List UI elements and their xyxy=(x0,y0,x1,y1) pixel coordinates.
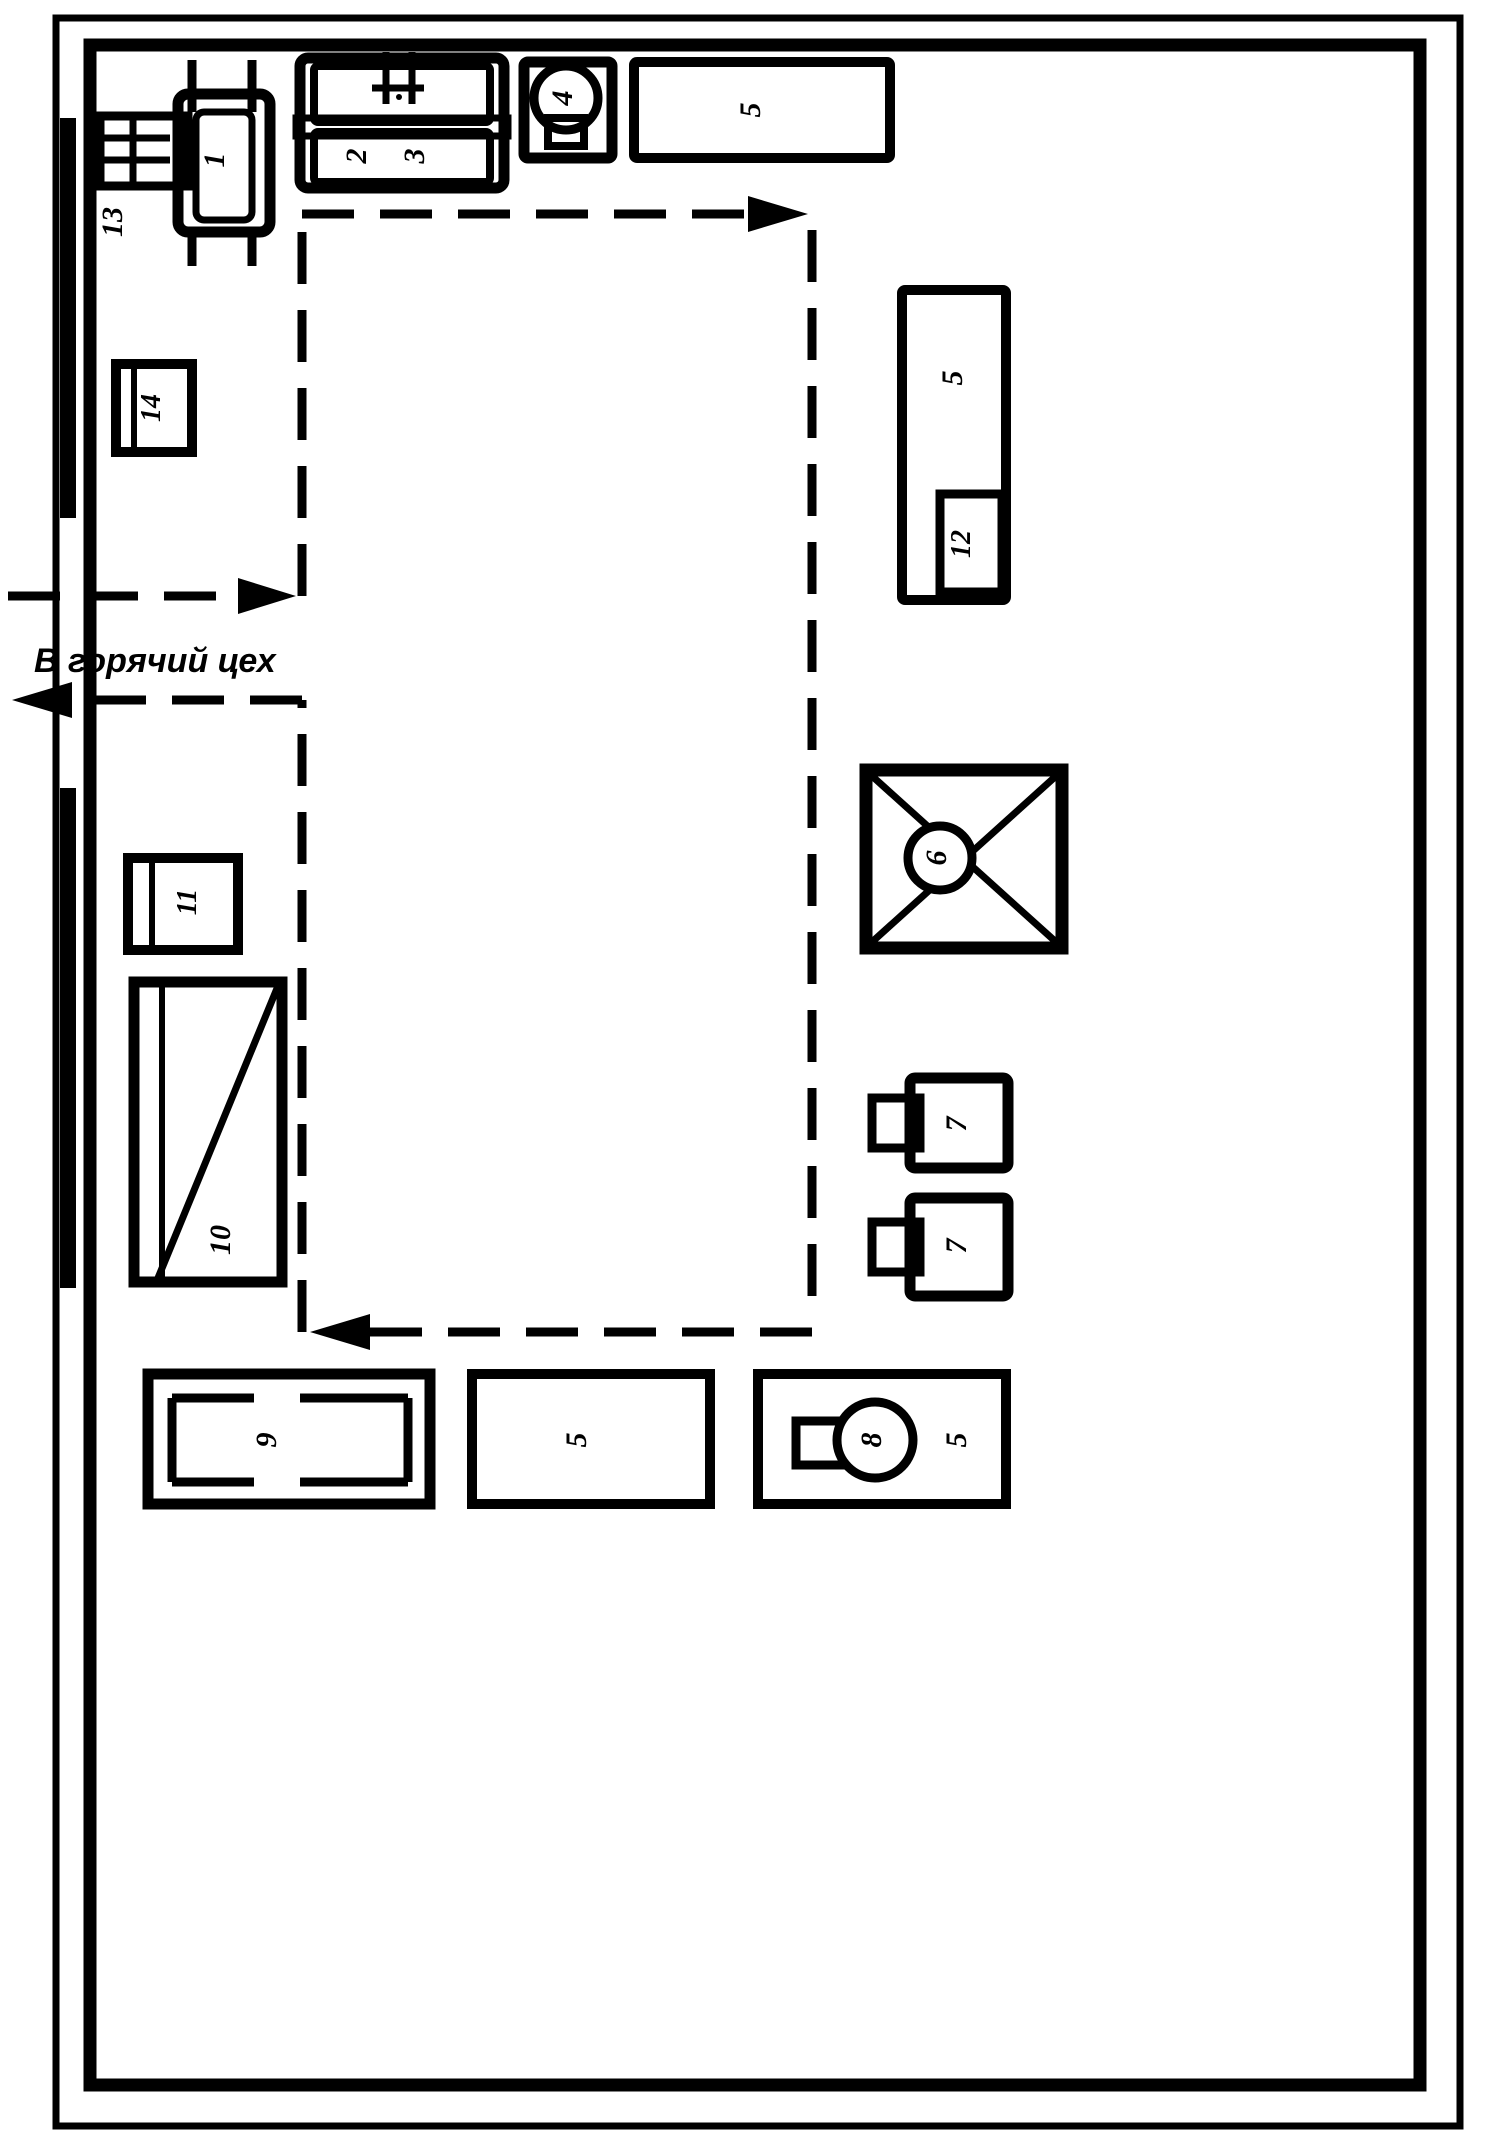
equipment-12-unit xyxy=(935,489,1007,597)
equipment-7-machine-lower xyxy=(867,1192,1014,1302)
equipment-label-5-bottom-middle: 5 xyxy=(560,1433,593,1448)
equipment-14-cabinet xyxy=(111,359,197,457)
arrowhead-inbound xyxy=(238,578,296,614)
equipment-label-7-upper: 7 xyxy=(940,1116,973,1132)
equipment-2-3-double-sink xyxy=(292,52,512,194)
equipment-5-table-bottom-middle xyxy=(467,1369,715,1509)
equipment-label-5-right: 5 xyxy=(936,371,969,386)
equipment-7-machine-upper xyxy=(867,1072,1014,1174)
equipment-5-table-right xyxy=(897,285,1011,605)
equipment-label-3: 3 xyxy=(398,149,431,165)
arrowhead-outbound xyxy=(12,682,72,718)
equipment-11-cabinet xyxy=(123,853,243,955)
outer-frame xyxy=(52,14,1464,2130)
flow-arrowheads xyxy=(12,196,808,1350)
equipment-label-6: 6 xyxy=(920,851,953,866)
equipment-1-table xyxy=(172,60,276,266)
equipment-label-13: 13 xyxy=(96,207,129,237)
equipment-label-7-lower: 7 xyxy=(940,1238,973,1254)
equipment-5-table-top xyxy=(629,57,895,163)
equipment-10-rack xyxy=(128,976,288,1288)
equipment-label-8: 8 xyxy=(855,1433,888,1448)
equipment-label-12: 12 xyxy=(946,530,977,558)
arrowhead-bottom-route xyxy=(310,1314,370,1350)
flow-path-group xyxy=(8,209,817,1337)
equipment-label-4: 4 xyxy=(546,91,579,107)
equipment-label-5-top: 5 xyxy=(734,103,767,118)
equipment-label-14: 14 xyxy=(136,394,167,422)
equipment-4-round-machine xyxy=(518,56,618,164)
equipment-label-10: 10 xyxy=(204,1225,237,1255)
walls-group xyxy=(52,14,1464,2130)
flow-label-hot-shop: В горячий цех xyxy=(34,642,278,680)
equipment-label-11: 11 xyxy=(172,889,203,915)
equipment-label-5-bottom-right: 5 xyxy=(940,1433,973,1448)
arrowhead-upper-route xyxy=(748,196,808,232)
equipment-5-table-bottom-right xyxy=(753,1369,1011,1509)
equipment-label-2: 2 xyxy=(340,149,373,165)
equipment-13-hand-wash-basin xyxy=(95,111,193,191)
equipment-label-1: 1 xyxy=(198,153,231,168)
equipment-9-bath xyxy=(142,1368,436,1510)
equipment-8-circular-machine xyxy=(791,1397,918,1483)
partition-left-upper xyxy=(60,118,76,518)
equipment-6-x-frame xyxy=(859,763,1069,955)
inner-wall xyxy=(83,38,1427,2092)
equipment-label-9: 9 xyxy=(250,1433,283,1448)
partition-left-lower xyxy=(60,788,76,1288)
